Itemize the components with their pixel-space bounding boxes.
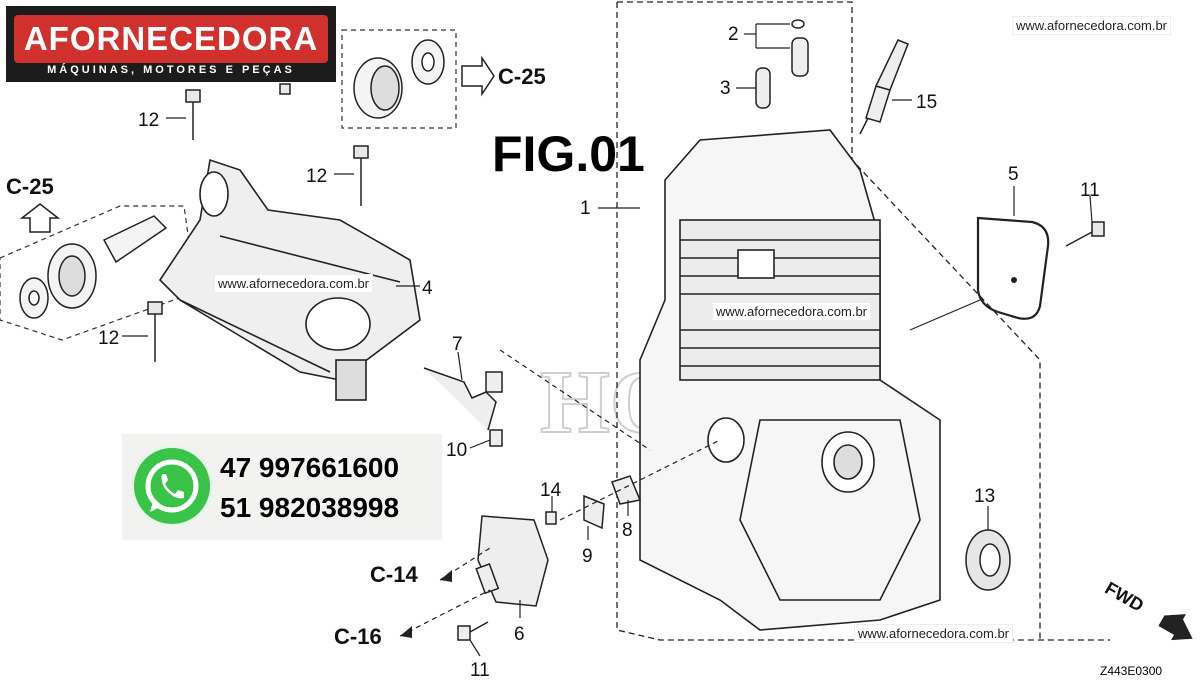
- dowel-pins: [755, 19, 809, 109]
- bearing-group-box: [341, 29, 457, 129]
- phone-number-2: 51 982038998: [220, 492, 400, 523]
- whatsapp-icon: [134, 448, 210, 524]
- watermark-url-bottom: www.afornecedora.com.br: [854, 624, 1014, 643]
- bearing-top: [353, 39, 445, 119]
- arrowhead-c16: [400, 626, 412, 638]
- fwd-label: FWD: [1102, 578, 1147, 616]
- engine-block: [639, 129, 941, 631]
- ref-c25-left: C-25: [6, 174, 54, 199]
- fwd-arrow-icon: [1158, 614, 1193, 641]
- part-2: 2: [728, 24, 739, 45]
- part-8: 8: [622, 520, 633, 541]
- part-9: 9: [582, 546, 593, 567]
- logo-subtitle: MÁQUINAS, MOTORES E PEÇAS: [47, 64, 295, 76]
- part-14: 14: [540, 480, 562, 501]
- phone-number-1: 47 997661600: [220, 452, 400, 483]
- part-12-mid: 12: [306, 166, 327, 187]
- part-12-left: 12: [98, 328, 119, 349]
- part-4: 4: [422, 278, 433, 299]
- bolt-group: [147, 83, 369, 362]
- part-13: 13: [974, 486, 995, 507]
- part-7: 7: [452, 334, 463, 355]
- diagram-code: Z443E0300: [1100, 664, 1163, 678]
- watermark-url-left: www.afornecedora.com.br: [214, 274, 374, 293]
- leader-lines: [122, 23, 1093, 657]
- part-10: 10: [446, 440, 467, 461]
- crankcase-cover: [158, 158, 421, 401]
- part-11-bottom: 11: [470, 660, 490, 681]
- brand-logo: AFORNECEDORA MÁQUINAS, MOTORES E PEÇAS: [6, 6, 336, 82]
- spark-plug: [859, 39, 909, 135]
- ref-c14: C-14: [370, 562, 418, 587]
- arrow-right-icon: [461, 55, 495, 97]
- bearing-left: [19, 215, 168, 319]
- breather-parts: [423, 367, 642, 641]
- logo-title: AFORNECEDORA: [14, 15, 328, 63]
- arrowhead-c14: [440, 570, 452, 582]
- part-1: 1: [580, 198, 591, 219]
- oil-seal: [965, 529, 1011, 591]
- contact-panel: 47 997661600 51 982038998: [122, 434, 442, 540]
- arrow-up-icon: [19, 203, 61, 233]
- part-15: 15: [916, 92, 937, 113]
- gasket: [976, 216, 1050, 320]
- part-11-right: 11: [1080, 180, 1100, 201]
- ref-c25-top: C-25: [498, 64, 546, 89]
- figure-title: FIG.01: [492, 126, 645, 182]
- part-5: 5: [1008, 164, 1019, 185]
- watermark-url-top: www.afornecedora.com.br: [1012, 16, 1172, 35]
- part-12-top: 12: [138, 110, 159, 131]
- watermark-url-center: www.afornecedora.com.br: [712, 302, 872, 321]
- bolt-11-right: [1065, 221, 1105, 247]
- ref-c16: C-16: [334, 624, 382, 649]
- part-3: 3: [720, 78, 731, 99]
- part-6: 6: [514, 624, 525, 645]
